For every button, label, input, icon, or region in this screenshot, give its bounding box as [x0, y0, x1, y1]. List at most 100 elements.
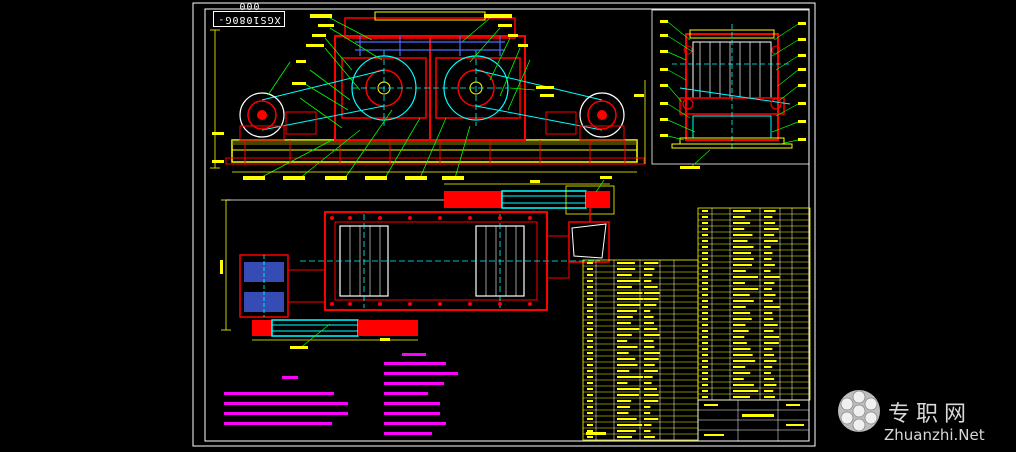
parts-list-entry: [733, 324, 746, 326]
parts-list-entry: [587, 400, 593, 402]
parts-list-entry: [644, 286, 658, 288]
parts-list-entry: [587, 346, 593, 348]
drawing-number: XGS1080G-000: [213, 0, 285, 27]
parts-list-entry: [587, 424, 593, 426]
parts-list-entry: [733, 306, 746, 308]
parts-list-entry: [764, 234, 775, 236]
parts-list-entry: [587, 292, 593, 294]
parts-list-entry: [764, 318, 774, 320]
parts-list-entry: [617, 262, 635, 264]
parts-list-entry: [617, 274, 632, 276]
parts-list-entry: [733, 282, 745, 284]
parts-list-entry: [644, 406, 651, 408]
parts-list-entry: [733, 240, 748, 242]
parts-list-entry: [733, 276, 759, 278]
parts-list-entry: [702, 276, 708, 278]
parts-list-entry: [644, 430, 651, 432]
parts-list-entry: [764, 390, 774, 392]
parts-list-entry: [733, 252, 751, 254]
parts-list-entry: [764, 300, 773, 302]
parts-list-entry: [617, 310, 637, 312]
parts-list-entry: [587, 316, 593, 318]
watermark-site-cn: 专职网: [888, 402, 973, 427]
parts-list-entry: [587, 412, 593, 414]
parts-list-entry: [587, 352, 593, 354]
parts-list-entry: [702, 228, 708, 230]
parts-list-entry: [587, 436, 593, 438]
parts-list-entry: [733, 348, 751, 350]
parts-list-entry: [644, 352, 660, 354]
parts-list-entry: [733, 342, 747, 344]
parts-list-entry: [764, 306, 780, 308]
parts-list-entry: [764, 216, 773, 218]
parts-list-entry: [702, 342, 708, 344]
parts-list-entry: [764, 252, 773, 254]
parts-list-entry: [764, 396, 775, 398]
parts-list-entry: [733, 366, 746, 368]
parts-list-entry: [587, 286, 593, 288]
parts-list-entry: [733, 294, 750, 296]
parts-list-entry: [644, 340, 654, 342]
parts-list-entry: [587, 304, 593, 306]
outer-frame: [192, 2, 816, 447]
parts-list-entry: [617, 436, 633, 438]
parts-list-entry: [644, 304, 657, 306]
parts-list-entry: [733, 384, 754, 386]
parts-list-entry: [644, 322, 654, 324]
parts-list-entry: [644, 262, 659, 264]
parts-list-entry: [617, 406, 631, 408]
parts-list-entry: [764, 264, 775, 266]
parts-list-entry: [587, 334, 593, 336]
parts-list-entry: [587, 418, 593, 420]
parts-list-entry: [644, 394, 659, 396]
parts-list-entry: [764, 372, 771, 374]
parts-list-entry: [764, 294, 776, 296]
parts-list-entry: [702, 360, 708, 362]
parts-list-entry: [587, 310, 593, 312]
parts-list-entry: [617, 328, 640, 330]
parts-list-entry: [702, 246, 708, 248]
parts-list-entry: [587, 280, 593, 282]
parts-list-entry: [702, 312, 708, 314]
parts-list-entry: [617, 292, 643, 294]
title-block: [586, 399, 810, 442]
parts-list-entry: [702, 282, 708, 284]
parts-list-entry: [702, 258, 708, 260]
parts-list-entry: [702, 378, 708, 380]
parts-list-entry: [617, 346, 638, 348]
parts-list-entry: [702, 294, 708, 296]
parts-list-entry: [733, 390, 759, 392]
parts-list-entry: [587, 394, 593, 396]
parts-list-entry: [702, 252, 708, 254]
parts-list-entry: [617, 430, 636, 432]
parts-list-entry: [617, 358, 636, 360]
parts-list-entry: [587, 406, 593, 408]
parts-list-entry: [617, 388, 640, 390]
parts-list-entry: [587, 430, 593, 432]
parts-list-entry: [644, 364, 655, 366]
parts-list-entry: [644, 316, 654, 318]
parts-list-entry: [587, 274, 593, 276]
parts-list-entry: [702, 222, 708, 224]
parts-list-entry: [702, 354, 708, 356]
parts-list-entry: [644, 370, 658, 372]
parts-list-entry: [733, 270, 746, 272]
parts-list-entry: [764, 246, 771, 248]
front-view: [210, 11, 646, 180]
parts-list-entry: [733, 222, 751, 224]
parts-list-entry: [617, 412, 629, 414]
parts-list-entry: [644, 328, 658, 330]
parts-list-entry: [644, 346, 655, 348]
parts-list-entry: [617, 418, 637, 420]
parts-list-entry: [733, 336, 745, 338]
parts-list-entry: [733, 246, 754, 248]
parts-list-entry: [644, 292, 660, 294]
parts-list-entry: [764, 348, 773, 350]
parts-list-entry: [617, 376, 644, 378]
parts-list-entry: [764, 312, 773, 314]
parts-list-entry: [617, 298, 644, 300]
parts-list-entry: [587, 382, 593, 384]
parts-list-entry: [587, 298, 593, 300]
parts-list-entry: [733, 300, 754, 302]
parts-list-entry: [764, 276, 780, 278]
